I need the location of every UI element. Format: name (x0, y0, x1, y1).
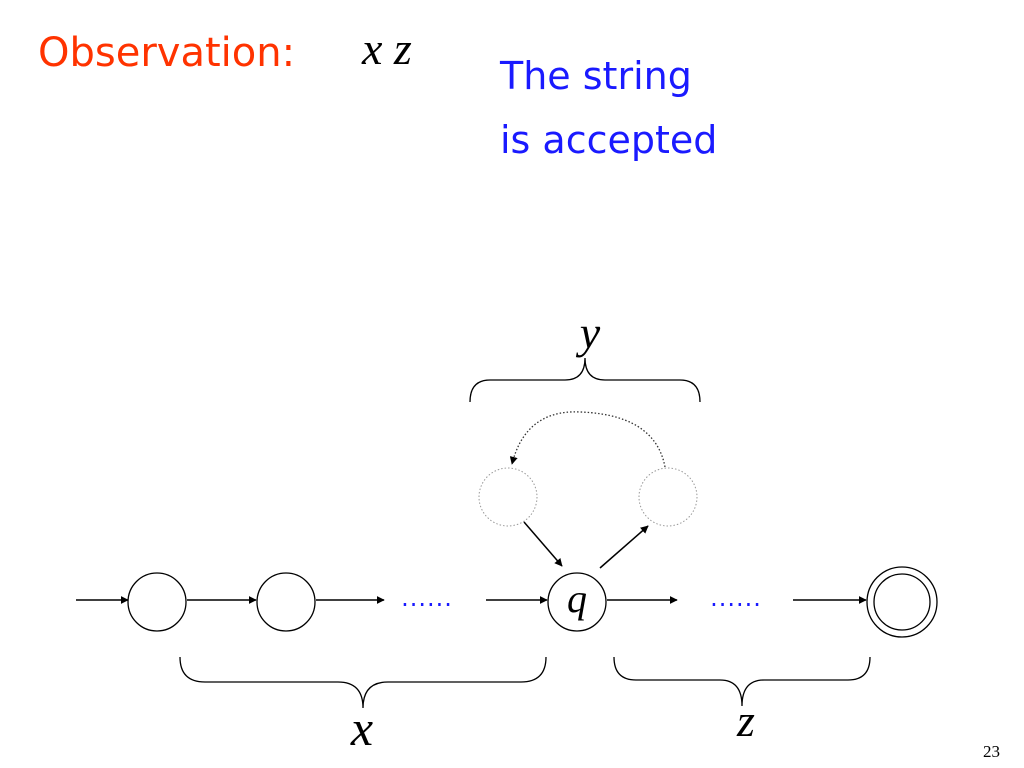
expression-xz: x z (362, 23, 412, 74)
brace-z (613, 656, 871, 707)
arrow-ghost-to-q (523, 521, 563, 567)
dots-left: ...... (401, 584, 453, 612)
observation-label: Observation: (38, 30, 296, 76)
description: The string is accepted (500, 44, 717, 172)
brace-x (179, 656, 547, 709)
ghost-state-right (638, 467, 698, 527)
accept-state-inner (873, 573, 931, 631)
state-1 (127, 572, 187, 632)
brace-z-label: z (736, 695, 755, 746)
arrow-q-to-ghost (599, 525, 649, 569)
description-line-2: is accepted (500, 118, 718, 162)
brace-x-label: x (350, 700, 373, 756)
loop-arrow (509, 411, 666, 468)
brace-top (469, 357, 701, 403)
dots-right: ...... (710, 584, 762, 612)
state-q (547, 572, 607, 632)
slide-number: 23 (983, 742, 1000, 761)
ghost-state-left (478, 467, 538, 527)
description-line-1: The string (500, 54, 692, 98)
accept-state-outer (866, 566, 938, 638)
state-q-label: q (567, 576, 587, 621)
state-2 (256, 572, 316, 632)
brace-top-label: y (576, 307, 601, 358)
